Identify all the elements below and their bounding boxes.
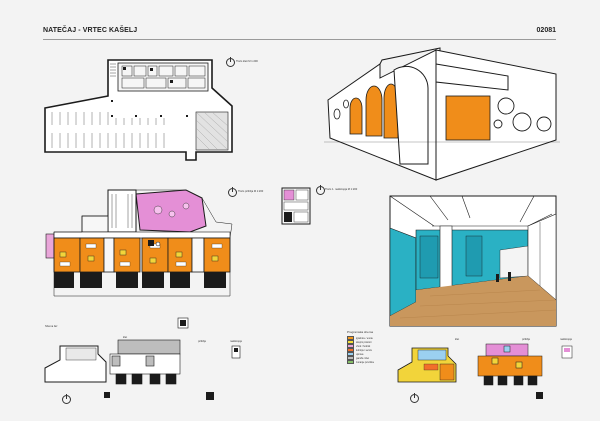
phase-label: Shema faz [45,325,58,328]
pritlicje-label-a: pritličje [198,340,207,343]
north-arrow-icon [62,394,71,404]
pritlicje-label-b: pritličje [522,338,531,341]
north-arrow-icon [226,57,235,67]
legend-title: Programska shema [347,330,374,334]
nadstropje-label-b: nadstropje [560,338,573,341]
ground-plan-label: Tloris pritličja M 1:200 [238,190,264,193]
legend-label: kuhinja / servis [356,348,372,352]
basement-plan-label: Tloris kleti M 1:200 [236,60,258,63]
header-rule [43,39,556,40]
upper-plan-label: Tloris 1. nadstropja M 1:200 [325,188,358,191]
program-legend: Programska shema igralnice / enote skupn… [347,330,409,365]
north-arrow-icon [228,187,237,197]
north-arrow-icon [316,185,325,195]
project-code: 02081 [536,27,556,34]
page-title: NATEČAJ - VRTEC KAŠELJ [43,27,138,34]
legend-item: zunanje površine [347,359,409,365]
legend-label: igralnice / enote [356,336,373,340]
legend-label: skupni prostori [356,340,372,344]
legend-label: uprava [356,352,364,356]
legend-swatch [347,359,354,365]
legend-label: garaža / klet [356,356,370,360]
nadstropje-label-a: nadstropje [230,340,243,343]
legend-label: vhod / hodnik [356,344,371,348]
klet-label-a: klet [123,336,128,339]
klet-label-b: klet [455,338,460,341]
north-arrow-icon [410,393,419,403]
legend-label: zunanje površine [356,360,375,364]
